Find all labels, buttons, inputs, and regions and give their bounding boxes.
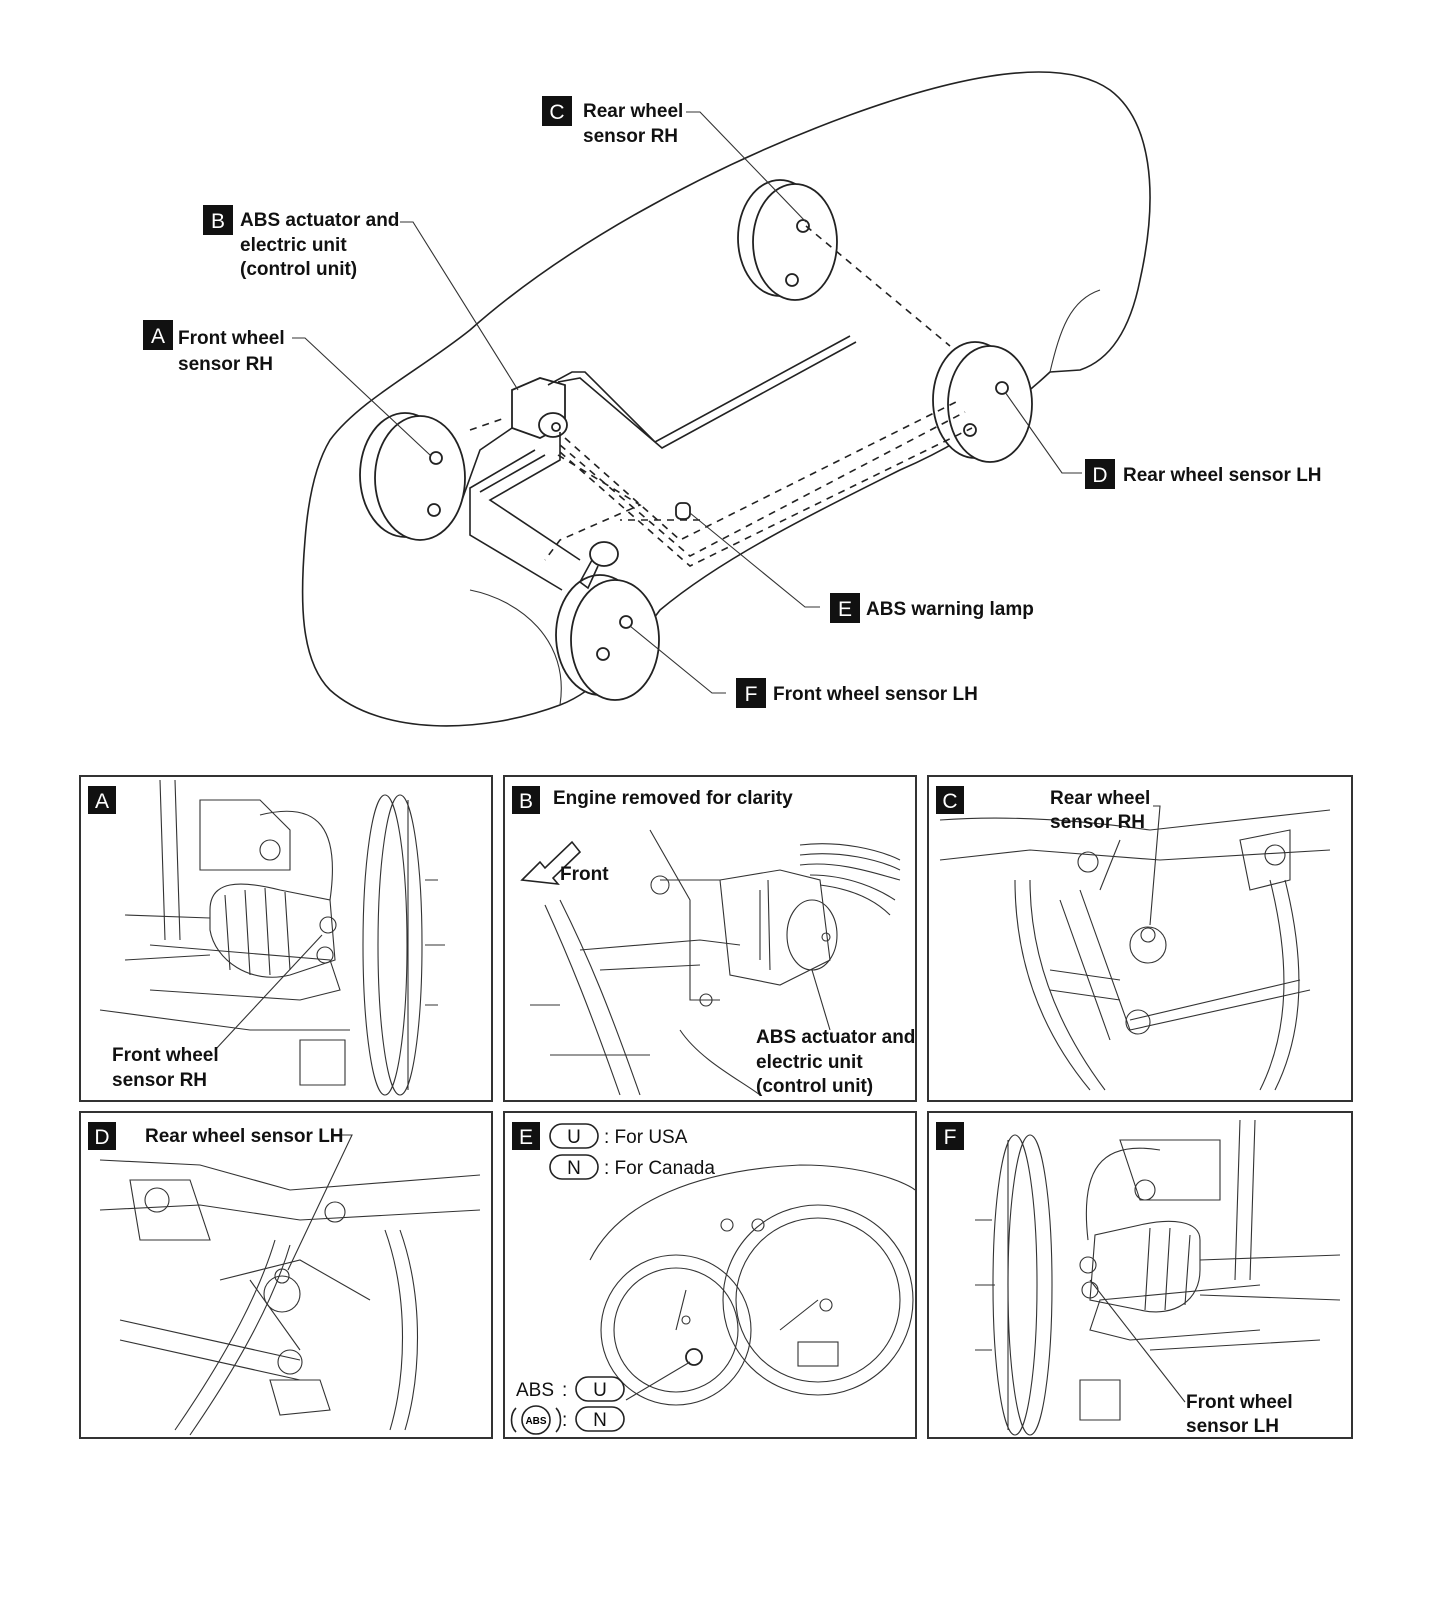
front-arrow-icon (520, 840, 582, 886)
svg-text:Engine removed for clarity: Engine removed for clarity (553, 788, 793, 809)
abs-symbol-icon (521, 1405, 551, 1435)
svg-text:B: B (211, 210, 225, 233)
svg-text:Front wheel: Front wheel (1186, 1392, 1293, 1413)
svg-text::: : (562, 1410, 567, 1431)
svg-text:D: D (1092, 464, 1107, 487)
svg-text:ABS: ABS (525, 1416, 546, 1427)
svg-text:sensor RH: sensor RH (178, 354, 273, 375)
svg-text:Rear wheel sensor LH: Rear wheel sensor LH (1123, 465, 1322, 486)
svg-text:Rear wheel: Rear wheel (583, 101, 683, 122)
sensor-front-lh-icon (619, 615, 633, 629)
svg-text:electric unit: electric unit (756, 1052, 863, 1073)
detail-panel-c: C Rear wheel sensor RH (927, 775, 1353, 1102)
abs-lamp-indicator-icon (685, 1348, 703, 1366)
svg-text:U: U (593, 1380, 607, 1401)
svg-text:ABS: ABS (516, 1380, 554, 1401)
callout-f: F Front wheel sensor LH (736, 678, 978, 708)
svg-text:(control unit): (control unit) (756, 1076, 873, 1097)
detail-panel-f: F Front wheel sensor LH (927, 1111, 1353, 1439)
car-overview: C Rear wheel sensor RH B ABS actuator an… (143, 71, 1322, 727)
svg-text:ABS warning lamp: ABS warning lamp (866, 599, 1034, 620)
svg-text:C: C (549, 101, 564, 124)
sensor-rear-lh-icon (995, 381, 1009, 395)
wheel-rear-rh (737, 179, 838, 301)
svg-text:Rear wheel sensor LH: Rear wheel sensor LH (145, 1126, 344, 1147)
car-body-outline (301, 71, 1151, 727)
svg-text:sensor RH: sensor RH (583, 126, 678, 147)
svg-text:(control unit): (control unit) (240, 259, 357, 280)
lamp-usa: ABS : U (516, 1376, 625, 1402)
svg-text:: For USA: : For USA (604, 1127, 688, 1148)
harness-solid (461, 335, 857, 591)
svg-text:E: E (519, 1126, 533, 1149)
svg-text:E: E (838, 598, 852, 621)
svg-text:Front: Front (560, 864, 609, 885)
legend-usa: U : For USA (549, 1123, 688, 1149)
detail-panel-b: B Engine removed for clarity Front ABS a… (503, 775, 917, 1102)
svg-text:D: D (94, 1126, 109, 1149)
wheel-front-rh (359, 412, 466, 541)
wheel-rear-lh (932, 341, 1033, 463)
leader-lines (292, 111, 1082, 694)
harness-dashed (469, 225, 973, 567)
svg-text::: : (562, 1380, 567, 1401)
svg-text:: For Canada: : For Canada (604, 1158, 715, 1179)
svg-text:B: B (519, 790, 533, 813)
sensor-front-rh-icon (429, 451, 443, 465)
sensor-rear-rh-icon (796, 219, 810, 233)
svg-text:sensor RH: sensor RH (1050, 812, 1145, 833)
legend-canada: N : For Canada (549, 1154, 715, 1180)
svg-text:Rear wheel: Rear wheel (1050, 788, 1150, 809)
svg-text:C: C (942, 790, 957, 813)
svg-text:N: N (593, 1410, 607, 1431)
car-roof-line (469, 289, 1101, 706)
callout-d: D Rear wheel sensor LH (1085, 459, 1322, 489)
svg-text:Front wheel: Front wheel (112, 1045, 219, 1066)
callout-e: E ABS warning lamp (830, 593, 1034, 623)
svg-text:electric unit: electric unit (240, 235, 347, 256)
svg-text:sensor RH: sensor RH (112, 1070, 207, 1091)
abs-warning-lamp-shape (675, 502, 691, 520)
detail-panel-e: E U : For USA N : For Canada ABS : U ABS… (503, 1111, 917, 1439)
detail-panel-d: D Rear wheel sensor LH (79, 1111, 493, 1439)
svg-text:Front wheel: Front wheel (178, 328, 285, 349)
brake-booster-shape (578, 541, 619, 590)
svg-text:U: U (567, 1127, 581, 1148)
abs-actuator-shape (511, 377, 568, 439)
wheel-front-lh (555, 574, 660, 701)
svg-text:ABS actuator and: ABS actuator and (240, 210, 399, 231)
detail-panel-a: A Front wheel sensor RH (79, 775, 493, 1102)
callout-b: B ABS actuator and electric unit (contro… (203, 205, 399, 280)
callout-a: A Front wheel sensor RH (143, 320, 285, 375)
svg-text:Front wheel sensor LH: Front wheel sensor LH (773, 684, 978, 705)
svg-text:A: A (151, 325, 165, 348)
svg-text:sensor LH: sensor LH (1186, 1416, 1279, 1437)
svg-text:ABS actuator and: ABS actuator and (756, 1027, 915, 1048)
lamp-canada: ABS : N (510, 1405, 625, 1435)
svg-text:N: N (567, 1158, 581, 1179)
svg-text:F: F (745, 683, 758, 706)
svg-text:F: F (944, 1126, 957, 1149)
callout-c: C Rear wheel sensor RH (542, 96, 683, 147)
svg-text:A: A (95, 790, 109, 813)
